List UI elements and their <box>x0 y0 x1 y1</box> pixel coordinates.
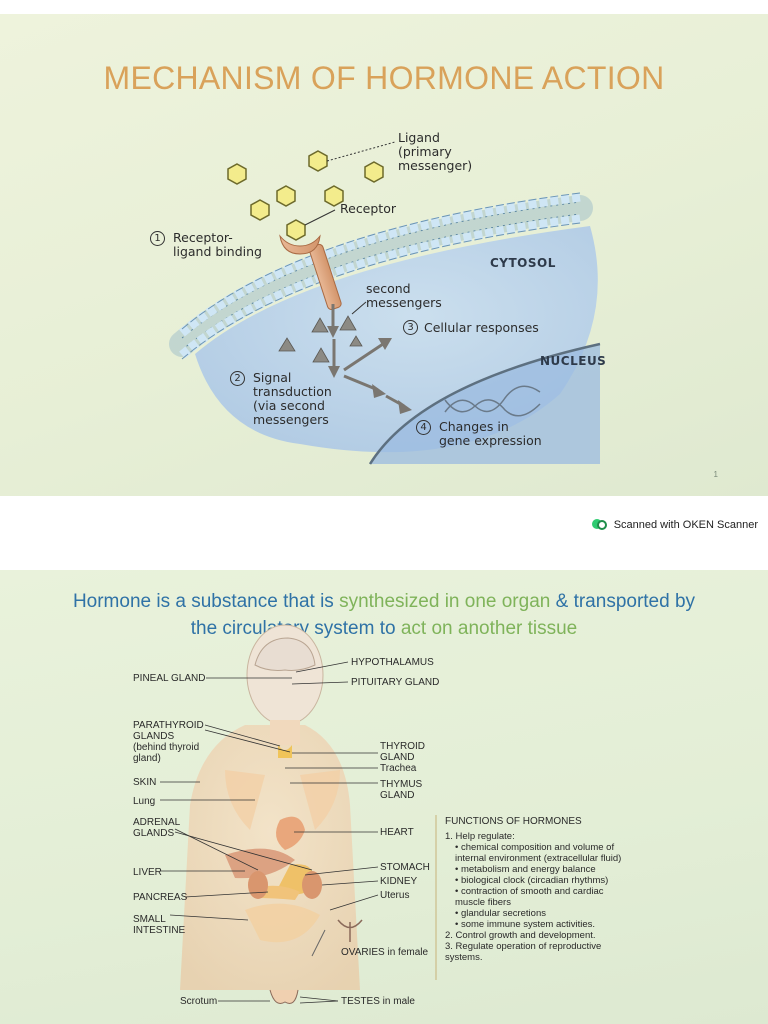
hypothalamus-label: HYPOTHALAMUS <box>351 657 434 668</box>
slide-number: 1 <box>713 470 718 479</box>
hormone-action-diagram <box>169 141 601 465</box>
function-line: 2. Control growth and development. <box>445 930 596 941</box>
slide1-title: MECHANISM OF HORMONE ACTION <box>103 60 665 96</box>
cytosol-label: CYTOSOL <box>490 256 556 270</box>
scrotum-label: Scrotum <box>180 996 218 1007</box>
function-line: 1. Help regulate: <box>445 831 515 842</box>
testes-diagram <box>269 989 299 1004</box>
endocrine-body-illustration <box>160 624 437 1004</box>
lung-label: Lung <box>133 796 156 807</box>
functions-title: FUNCTIONS OF HORMONES <box>445 816 582 827</box>
kidney-left <box>248 871 268 899</box>
function-line: • metabolism and energy balance <box>455 864 596 875</box>
lungs <box>225 770 340 830</box>
pineal-gland-label: PINEAL GLAND <box>133 673 206 684</box>
function-line: • some immune system activities. <box>455 919 596 930</box>
ovaries-label: OVARIES in female <box>341 947 429 958</box>
label-leader-lines <box>160 661 379 1004</box>
testes-label: TESTES in male <box>341 996 415 1007</box>
function-line: • biological clock (circadian rhythms) <box>455 875 609 886</box>
neck <box>270 720 300 745</box>
scanner-watermark: Scanned with OKEN Scanner <box>591 519 758 531</box>
stomach-label: STOMACH <box>380 862 430 873</box>
lipid-bilayer <box>169 192 593 360</box>
liver-label: LIVER <box>133 867 162 878</box>
uterus-label: Uterus <box>380 890 410 901</box>
scanner-text: Scanned with OKEN Scanner <box>613 519 758 531</box>
function-line: • contraction of smooth and cardiac <box>455 886 604 897</box>
functions-list: 1. Help regulate: • chemical composition… <box>445 831 745 963</box>
receptor-label: Receptor <box>340 201 396 216</box>
pituitary-label: PITUITARY GLAND <box>351 677 440 688</box>
ligand-molecules <box>227 150 384 241</box>
step4-number: 4 <box>416 420 431 435</box>
nucleus-region <box>370 344 600 464</box>
functions-of-hormones: FUNCTIONS OF HORMONES 1. Help regulate: … <box>445 816 745 963</box>
function-line: internal environment (extracellular flui… <box>455 853 622 864</box>
step3-label: 3 Cellular responses <box>403 320 539 335</box>
heart-label: HEART <box>380 827 414 838</box>
skin-label: SKIN <box>133 777 157 788</box>
receptor-protein <box>279 234 342 310</box>
pancreas-label: PANCREAS <box>133 892 188 903</box>
function-line: • chemical composition and volume of <box>455 842 615 853</box>
heart <box>276 816 305 850</box>
slide-hormone-definition: Hormone is a substance that is synthesiz… <box>0 570 768 1024</box>
kidney-label: KIDNEY <box>380 876 418 887</box>
brain <box>254 637 316 671</box>
step2-number: 2 <box>230 371 245 386</box>
intestine <box>245 903 320 943</box>
oken-scanner-icon <box>591 519 608 531</box>
arrow-to-uterus <box>311 929 326 957</box>
function-line: • glandular secretions <box>455 908 546 919</box>
nuclear-envelope <box>368 342 601 465</box>
step1-label: 1 Receptor-ligand binding <box>150 231 262 259</box>
function-line: 3. Regulate operation of reproductive <box>445 941 602 952</box>
function-line: systems. <box>445 952 483 963</box>
second-messenger-triangles <box>278 315 363 363</box>
step3-number: 3 <box>403 320 418 335</box>
trachea-label: Trachea <box>380 763 417 774</box>
step1-number: 1 <box>150 231 165 246</box>
uterus-diagram <box>337 919 363 942</box>
thyroid <box>278 745 292 758</box>
kidney-right <box>302 871 322 899</box>
dna-helix <box>444 385 541 417</box>
slide2-title: Hormone is a substance that is synthesiz… <box>72 591 696 639</box>
signal-arrows <box>327 304 412 414</box>
slide-hormone-mechanism: MECHANISM OF HORMONE ACTION <box>0 14 768 496</box>
function-line: muscle fibers <box>455 897 511 908</box>
nucleus-label: NUCLEUS <box>540 354 607 368</box>
